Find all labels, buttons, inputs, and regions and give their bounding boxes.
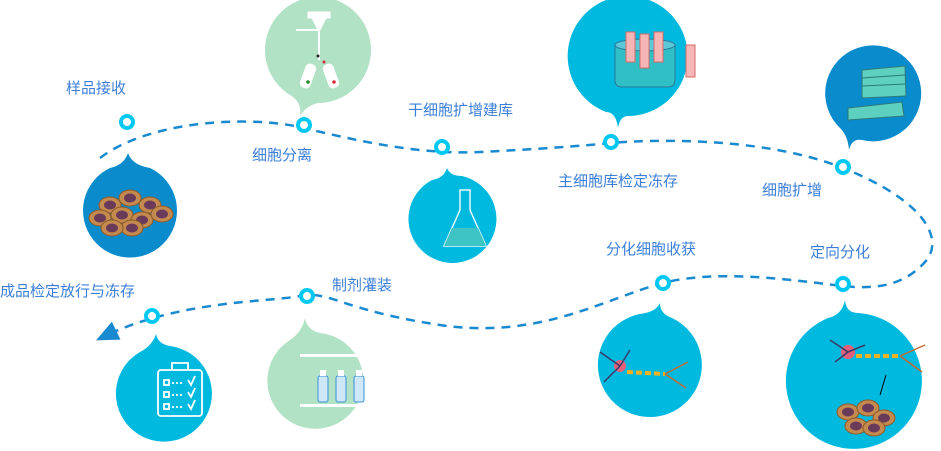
step-label-cell-separation: 细胞分离 — [252, 146, 313, 164]
process-path — [95, 120, 934, 341]
step-node-2 — [296, 117, 312, 133]
bubble-stem-cell-banking — [408, 168, 497, 263]
step-node-3 — [434, 139, 450, 155]
vial-filling-icon — [300, 354, 375, 407]
step-node-5 — [835, 159, 851, 175]
step-label-sample-receipt: 样品接收 — [66, 79, 127, 97]
bubble-directed-differentiation — [785, 300, 926, 449]
bubble-final-product-release — [115, 334, 212, 442]
differentiation-icon — [829, 339, 926, 437]
step-label-directed-differentiation: 定向分化 — [810, 243, 871, 261]
step-label-formulation-filling: 制剂灌装 — [332, 276, 393, 294]
step-label-stem-cell-banking: 干细胞扩增建库 — [408, 101, 514, 119]
separation-funnel-icon — [296, 11, 340, 89]
bubble-master-cell-bank — [567, 0, 696, 128]
flask-icon — [442, 189, 488, 247]
step-node-1 — [119, 114, 135, 130]
step-node-9 — [144, 308, 160, 324]
step-node-6 — [835, 276, 851, 292]
bubble-formulation-filling — [267, 318, 375, 429]
bubble-cell-expansion — [825, 45, 922, 150]
culture-flasks-icon — [847, 65, 907, 121]
step-label-differentiated-cell-harvest: 分化细胞收获 — [606, 240, 697, 258]
step-label-cell-expansion: 细胞扩增 — [762, 181, 823, 199]
step-label-master-cell-bank: 主细胞库检定冻存 — [558, 172, 679, 190]
bubble-cell-separation — [265, 0, 371, 116]
step-node-4 — [603, 134, 619, 150]
step-node-7 — [655, 275, 671, 291]
step-node-8 — [299, 288, 315, 304]
checklist-icon — [157, 362, 203, 417]
step-label-final-product-release: 成品检定放行与冻存 — [0, 282, 136, 300]
cryo-tubes-icon — [614, 31, 696, 88]
bubble-differentiated-cell-harvest — [597, 303, 702, 418]
bubble-sample-receipt — [82, 153, 177, 258]
neuron-icon — [599, 349, 689, 389]
